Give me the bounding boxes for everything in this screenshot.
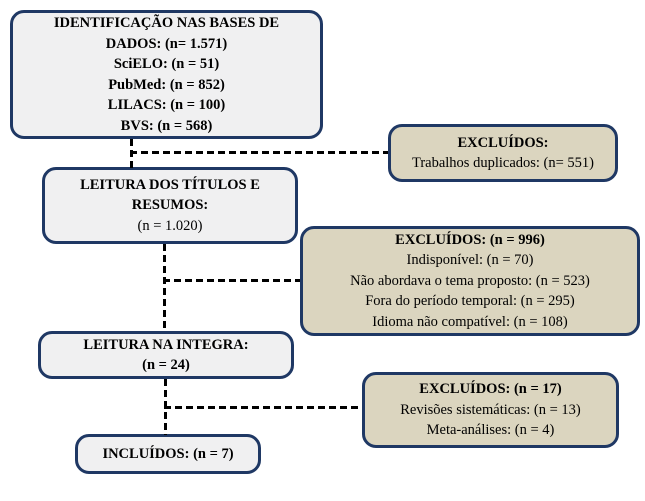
- titles-reading-count: (n = 1.020): [137, 217, 203, 234]
- excluded-fulltext-item: Meta-análises: (n = 4): [426, 422, 555, 439]
- excluded-duplicates-box: EXCLUÍDOS: Trabalhos duplicados: (n= 551…: [388, 124, 618, 182]
- excluded-fulltext-item: Revisões sistemáticas: (n = 13): [400, 401, 581, 418]
- excluded-fulltext-box: EXCLUÍDOS: (n = 17) Revisões sistemática…: [362, 372, 619, 448]
- identification-line: IDENTIFICAÇÃO NAS BASES DE: [53, 15, 280, 31]
- connector-to-excluded-fulltext: [164, 406, 362, 409]
- identification-box: IDENTIFICAÇÃO NAS BASES DE DADOS: (n= 1.…: [10, 10, 323, 139]
- excluded-fulltext-title: EXCLUÍDOS: (n = 17): [419, 381, 562, 398]
- titles-abstracts-reading-box: LEITURA DOS TÍTULOS E RESUMOS: (n = 1.02…: [42, 167, 298, 244]
- excluded-screening-title: EXCLUÍDOS: (n = 996): [395, 231, 545, 248]
- included-label: INCLUÍDOS: (n = 7): [102, 445, 234, 462]
- excluded-screening-item: Indisponível: (n = 70): [406, 252, 534, 269]
- full-text-reading-box: LEITURA NA INTEGRA: (n = 24): [38, 331, 294, 379]
- excluded-duplicates-title: EXCLUÍDOS:: [457, 134, 549, 151]
- connector-to-excluded-screening: [163, 279, 300, 282]
- identification-bvs: BVS: (n = 568): [120, 117, 213, 134]
- titles-reading-line: LEITURA DOS TÍTULOS E: [80, 176, 260, 193]
- excluded-screening-item: Fora do período temporal: (n = 295): [365, 293, 575, 310]
- identification-total: DADOS: (n= 1.571): [105, 35, 228, 52]
- identification-pubmed: PubMed: (n = 852): [108, 76, 225, 93]
- identification-lilacs: LILACS: (n = 100): [107, 97, 226, 113]
- excluded-duplicates-item: Trabalhos duplicados: (n= 551): [411, 155, 595, 171]
- included-box: INCLUÍDOS: (n = 7): [75, 434, 261, 474]
- connector-to-excluded-duplicates: [130, 151, 388, 154]
- titles-reading-line: RESUMOS:: [131, 197, 209, 214]
- full-text-reading-count: (n = 24): [142, 357, 190, 373]
- full-text-reading-line: LEITURA NA INTEGRA:: [83, 336, 249, 353]
- excluded-screening-item: Não abordava o tema proposto: (n = 523): [350, 272, 590, 289]
- excluded-screening-box: EXCLUÍDOS: (n = 996) Indisponível: (n = …: [300, 226, 640, 336]
- excluded-screening-item: Idioma não compatível: (n = 108): [372, 313, 568, 330]
- connector-titles-to-fulltext: [163, 244, 166, 332]
- identification-scielo: SciELO: (n = 51): [113, 56, 220, 72]
